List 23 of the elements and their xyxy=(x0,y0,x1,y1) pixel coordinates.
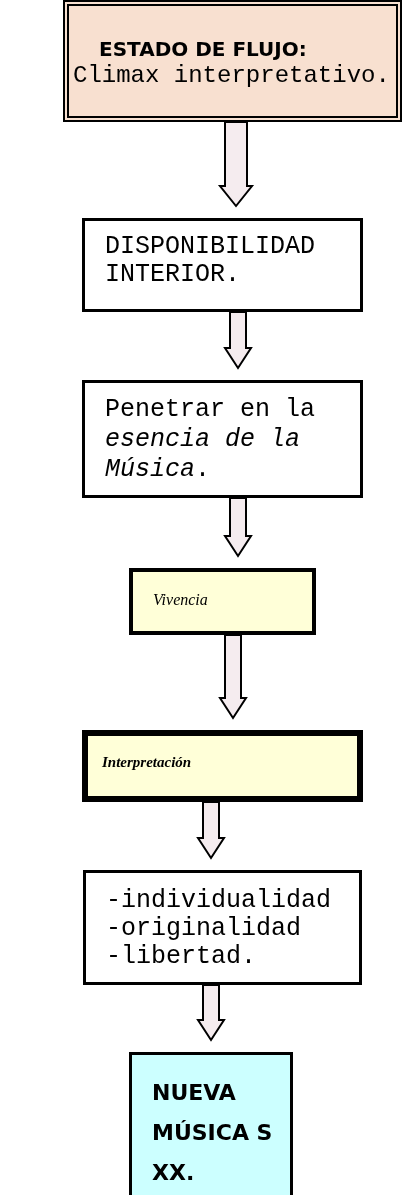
node-text: -individualidad xyxy=(106,887,333,915)
process-box xyxy=(82,218,363,312)
block-arrow xyxy=(223,497,253,558)
node-text: Interpretación xyxy=(102,753,193,772)
block-arrow xyxy=(218,634,248,720)
process-box xyxy=(83,870,362,985)
node-text: NUEVA MÚSICA S XX. xyxy=(152,1079,274,1187)
process-box xyxy=(129,568,316,635)
process-box xyxy=(82,730,363,802)
block-arrow xyxy=(217,121,255,208)
process-box xyxy=(82,380,363,498)
node-text: Climax interpretativo. xyxy=(73,62,391,90)
process-box xyxy=(63,0,402,122)
node-text: -originalidad xyxy=(106,915,303,943)
node-text: -libertad. xyxy=(106,943,258,971)
outcome-box xyxy=(129,1052,293,1195)
block-arrow xyxy=(223,311,253,370)
block-arrow xyxy=(196,801,226,860)
block-arrow xyxy=(196,984,226,1042)
node-text: Penetrar en la esencia de la Música. xyxy=(105,395,317,485)
node-text: ESTADO DE FLUJO: xyxy=(98,36,308,62)
node-text: Vivencia xyxy=(153,590,209,610)
node-text: DISPONIBILIDAD INTERIOR. xyxy=(105,233,317,289)
